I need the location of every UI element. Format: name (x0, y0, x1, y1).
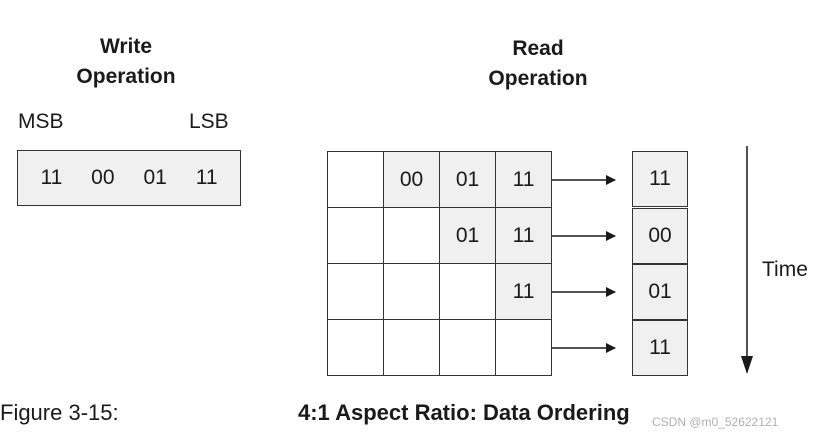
grid-cell (384, 264, 440, 320)
write-value: 11 (40, 166, 63, 189)
grid-cell (328, 320, 384, 376)
grid-cell: 01 (440, 152, 496, 208)
read-title-line2: Operation (488, 67, 588, 90)
output-cell: 00 (632, 208, 688, 264)
watermark: CSDN @m0_52622121 (652, 415, 779, 429)
write-title: Write Operation (56, 32, 196, 92)
output-cell: 11 (632, 151, 688, 207)
grid-cell (328, 152, 384, 208)
write-title-line1: Write (99, 35, 153, 58)
read-title: Read Operation (468, 34, 608, 94)
grid-cell: 11 (496, 208, 552, 264)
grid-cell: 00 (384, 152, 440, 208)
read-buffer-grid: 00 01 11 01 11 11 (327, 151, 552, 376)
lsb-label: LSB (189, 110, 229, 133)
grid-cell (328, 208, 384, 264)
write-value: 11 (195, 166, 218, 189)
write-value: 01 (143, 166, 167, 189)
grid-cell: 11 (496, 264, 552, 320)
output-cell: 11 (632, 320, 688, 376)
grid-cell: 11 (496, 152, 552, 208)
time-arrow-head (741, 356, 753, 374)
time-label: Time (762, 258, 808, 281)
output-cell: 01 (632, 264, 688, 320)
grid-cell (440, 264, 496, 320)
write-value: 00 (91, 166, 115, 189)
grid-cell (384, 320, 440, 376)
grid-cell (440, 320, 496, 376)
grid-cell: 01 (440, 208, 496, 264)
write-title-line2: Operation (76, 65, 176, 88)
grid-cell (496, 320, 552, 376)
msb-label: MSB (18, 110, 64, 133)
grid-cell (384, 208, 440, 264)
grid-cell (328, 264, 384, 320)
read-title-line1: Read (512, 37, 564, 60)
write-register: 11 00 01 11 (17, 150, 241, 206)
figure-caption: 4:1 Aspect Ratio: Data Ordering (298, 400, 630, 425)
figure-number: Figure 3-15: (0, 400, 119, 425)
